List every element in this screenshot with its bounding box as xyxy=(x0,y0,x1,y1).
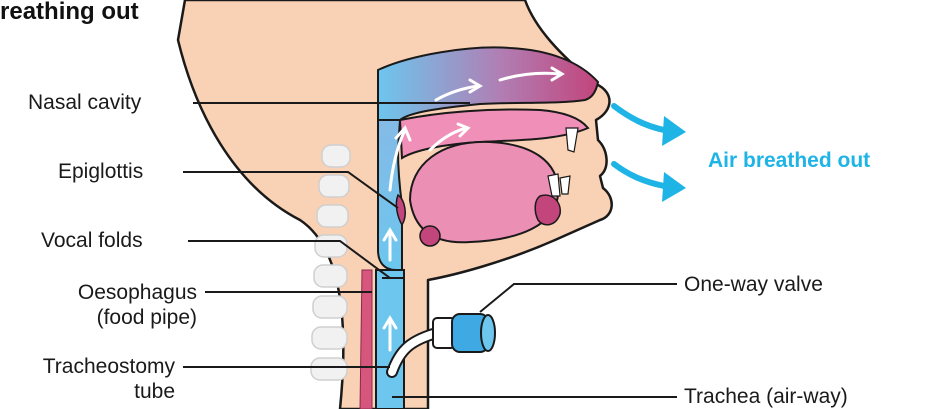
label-vocal-folds: Vocal folds xyxy=(41,228,143,253)
air-out-arrows xyxy=(614,106,664,186)
label-oesophagus-line1: Oesophagus xyxy=(22,280,197,305)
air-out-arrowheads xyxy=(662,116,686,202)
label-epiglottis: Epiglottis xyxy=(58,159,143,184)
label-air-breathed-out: Air breathed out xyxy=(708,149,870,173)
one-way-valve xyxy=(433,314,495,352)
label-tracheostomy-line1: Tracheostomy xyxy=(0,354,175,379)
label-oesophagus-line2: (food pipe) xyxy=(22,305,197,330)
label-one-way-valve: One-way valve xyxy=(684,272,823,297)
hyoid-bulb xyxy=(420,226,440,246)
oesophagus xyxy=(360,270,372,409)
label-nasal-cavity: Nasal cavity xyxy=(28,90,141,115)
label-trachea: Trachea (air-way) xyxy=(684,384,848,409)
label-oesophagus: Oesophagus (food pipe) xyxy=(22,280,197,330)
label-tracheostomy-line2: tube xyxy=(0,379,175,404)
label-tracheostomy-tube: Tracheostomy tube xyxy=(0,354,175,404)
diagram-title: reathing out xyxy=(0,0,139,26)
lower-lip xyxy=(535,195,560,225)
